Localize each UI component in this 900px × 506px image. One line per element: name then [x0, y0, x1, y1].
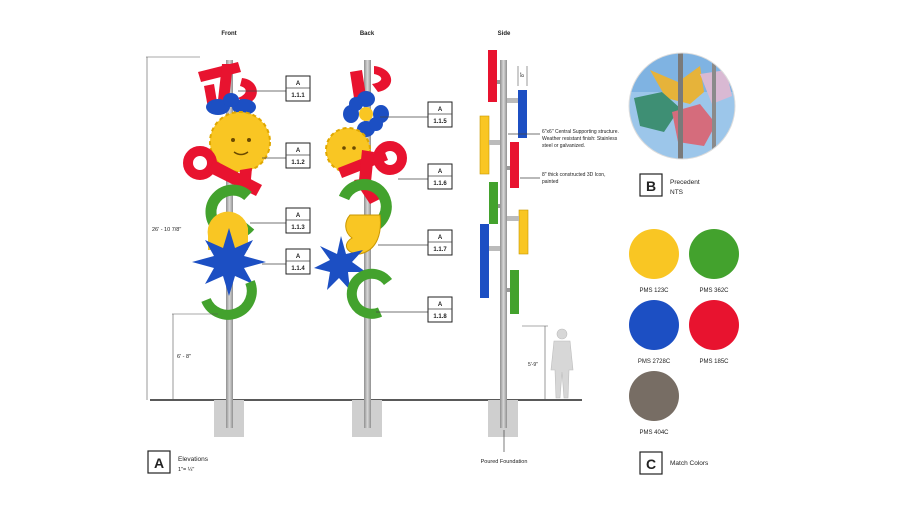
swatch-pms362c: PMS 362C	[689, 229, 739, 294]
front-blue-star-icon	[192, 228, 266, 296]
svg-text:A: A	[438, 235, 443, 241]
svg-text:Match Colors: Match Colors	[670, 460, 709, 467]
svg-text:1.1.6: 1.1.6	[433, 181, 447, 187]
svg-text:C: C	[646, 456, 656, 472]
svg-text:A: A	[296, 254, 301, 260]
svg-text:A: A	[296, 148, 301, 154]
front-green-c-icon	[201, 280, 257, 320]
svg-text:8": 8"	[520, 72, 526, 77]
front-elevation: Front	[183, 31, 311, 437]
svg-text:5'-9": 5'-9"	[528, 362, 538, 368]
svg-text:Precedent: Precedent	[670, 179, 700, 186]
legend-c: C Match Colors	[639, 451, 709, 475]
svg-text:1.1.4: 1.1.4	[291, 266, 305, 272]
swatch-pms123c: PMS 123C	[629, 229, 679, 294]
svg-text:PMS 123C: PMS 123C	[639, 288, 669, 294]
svg-text:1.1.3: 1.1.3	[291, 225, 305, 231]
side-panels	[479, 50, 529, 314]
svg-text:6' - 8": 6' - 8"	[177, 354, 191, 360]
front-label: Front	[221, 31, 236, 37]
svg-text:1.1.2: 1.1.2	[291, 160, 305, 166]
front-tag-a114: A 1.1.4	[262, 248, 311, 275]
svg-text:PMS 2728C: PMS 2728C	[638, 359, 671, 365]
overall-height-dim: 26' - 10 7/8"	[146, 56, 200, 400]
side-note-structure: 6"x6" Central Supporting structure. Weat…	[508, 129, 619, 149]
svg-text:Weather resistant finish: Stai: Weather resistant finish: Stainless	[542, 136, 618, 142]
swatch-pms404c: PMS 404C	[629, 371, 679, 436]
back-tag-a117: A 1.1.7	[378, 229, 453, 256]
front-red-ring-icon	[183, 146, 262, 196]
svg-text:painted: painted	[542, 179, 559, 185]
svg-text:6"x6" Central Supporting struc: 6"x6" Central Supporting structure.	[542, 129, 619, 135]
svg-text:NTS: NTS	[670, 189, 684, 196]
svg-text:PMS 362C: PMS 362C	[699, 288, 729, 294]
back-tag-a116: A 1.1.6	[398, 163, 453, 190]
side-note-icon: 8" thick constructed 3D Icon, painted	[520, 172, 605, 185]
svg-text:steel or galvanized.: steel or galvanized.	[542, 143, 585, 149]
swatch-pms2728c: PMS 2728C	[629, 300, 679, 365]
back-red-glyph-icon	[350, 66, 392, 98]
base-height-dim: 6' - 8"	[172, 313, 218, 400]
legend-b: B Precedent NTS	[639, 173, 700, 197]
svg-text:1"= ¼": 1"= ¼"	[178, 467, 194, 473]
svg-text:8" thick constructed 3D Icon,: 8" thick constructed 3D Icon,	[542, 172, 605, 178]
front-yellow-half-icon	[207, 211, 248, 250]
svg-text:PMS 185C: PMS 185C	[699, 359, 729, 365]
svg-text:1.1.1: 1.1.1	[291, 93, 305, 99]
svg-text:1.1.8: 1.1.8	[433, 314, 447, 320]
side-elevation: Side 8" 6"x6"	[479, 31, 619, 465]
legend-a: A Elevations 1"= ¼"	[147, 450, 209, 474]
precedent-photo	[628, 52, 736, 160]
person-silhouette-icon	[550, 328, 574, 399]
side-pole	[500, 60, 507, 428]
swatch-pms185c: PMS 185C	[689, 300, 739, 365]
back-tag-a118: A 1.1.8	[376, 296, 453, 323]
svg-text:1.1.7: 1.1.7	[433, 247, 447, 253]
person-height-dim: 5'-9"	[522, 325, 548, 400]
svg-text:A: A	[438, 302, 443, 308]
back-green-c-icon	[346, 268, 393, 319]
back-yellow-heart-icon	[345, 214, 381, 255]
svg-text:A: A	[438, 107, 443, 113]
svg-text:1.1.5: 1.1.5	[433, 119, 447, 125]
svg-text:B: B	[646, 178, 656, 194]
back-blue-star-icon	[314, 236, 366, 290]
front-tag-a112: A 1.1.2	[262, 142, 311, 169]
front-sun-icon	[209, 111, 271, 173]
back-tag-a115: A 1.1.5	[380, 101, 453, 128]
side-label: Side	[498, 31, 511, 37]
front-tag-a111: A 1.1.1	[238, 75, 311, 102]
back-label: Back	[360, 31, 375, 37]
side-thickness-dim: 8"	[517, 66, 528, 86]
svg-text:A: A	[296, 81, 301, 87]
svg-text:A: A	[296, 213, 301, 219]
back-elevation: Back	[314, 31, 453, 437]
front-blue-flower-icon	[206, 93, 256, 115]
foundation-label: Poured Foundation	[481, 459, 528, 465]
svg-text:A: A	[154, 455, 164, 471]
front-tag-a113: A 1.1.3	[250, 207, 311, 234]
svg-text:A: A	[438, 169, 443, 175]
svg-text:Elevations: Elevations	[178, 456, 209, 463]
svg-text:26' - 10 7/8": 26' - 10 7/8"	[152, 227, 181, 233]
svg-text:PMS 404C: PMS 404C	[639, 430, 669, 436]
